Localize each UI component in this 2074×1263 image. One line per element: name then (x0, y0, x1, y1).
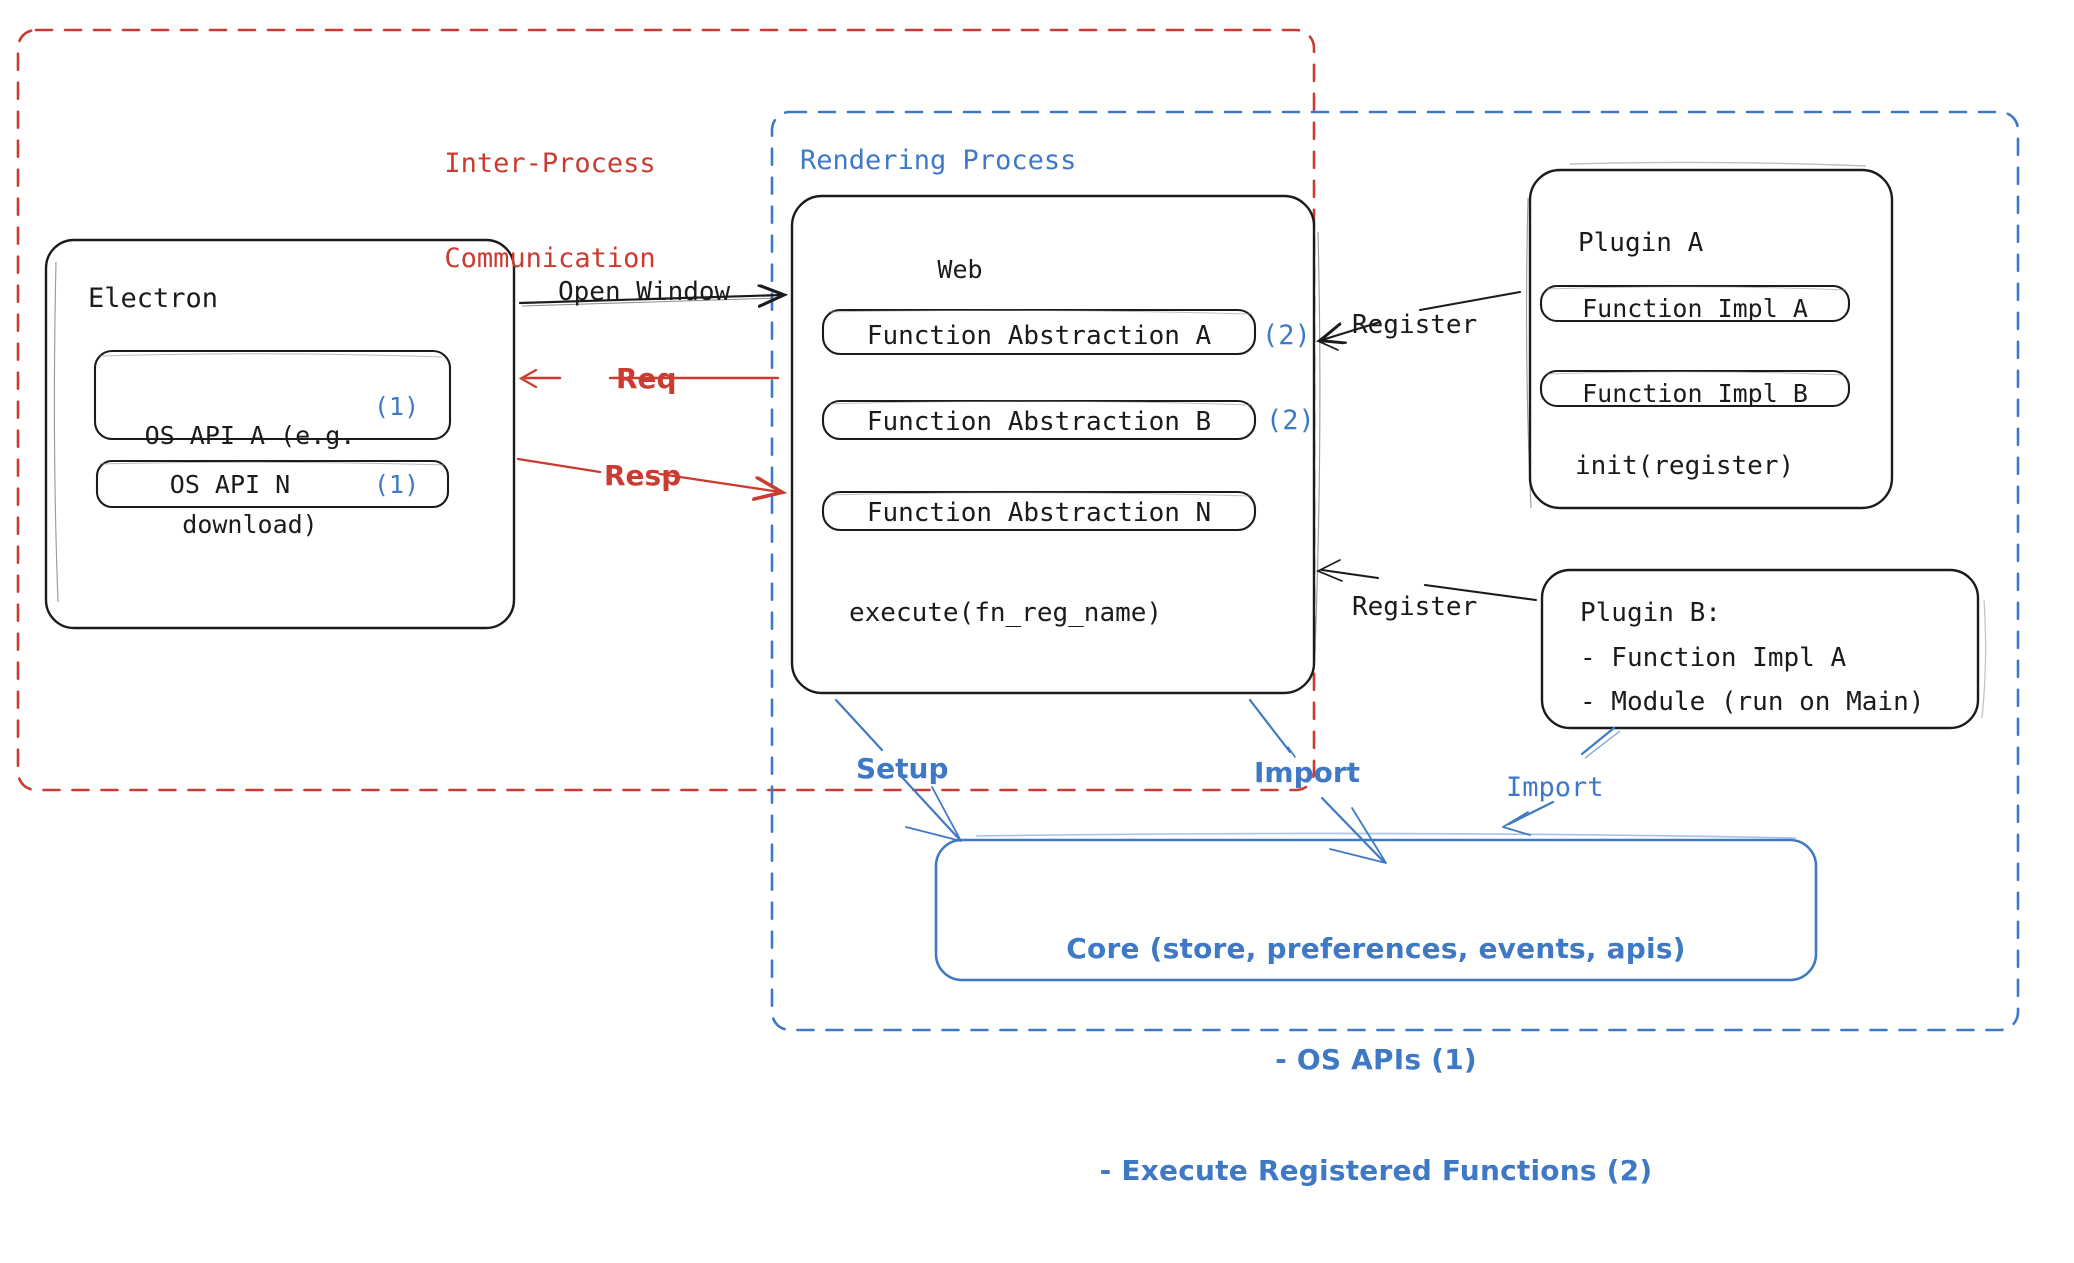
core-line-3: - Execute Registered Functions (2) (1099, 1153, 1653, 1187)
function-abstraction-n-label: Function Abstraction N (866, 498, 1212, 528)
diagram-canvas: Inter-Process Communication Rendering Pr… (16, 28, 2020, 1187)
os-api-n-box-border (95, 459, 450, 509)
core-card-border (934, 832, 1818, 982)
os-api-a-label-line2: download) (182, 509, 318, 539)
os-api-a-marker: (1) (374, 392, 420, 421)
function-abstraction-a-box-border (821, 308, 1257, 356)
web-execute-label: execute(fn_reg_name) (849, 598, 1163, 628)
rendering-region-border (770, 110, 2020, 1032)
ipc-region-border (16, 28, 1316, 792)
function-abstraction-b-label: Function Abstraction B (866, 407, 1212, 437)
edge-label-register-top: Register (1352, 310, 1478, 340)
edge-register-bottom (1315, 559, 1538, 602)
edge-label-open-window: Open Window (558, 277, 731, 307)
ipc-region-label-line2: Communication (444, 243, 656, 275)
ipc-region-label-line1: Inter-Process (444, 147, 656, 179)
plugin-b-item-0: - Function Impl A (1580, 643, 1847, 673)
plugin-a-init-label: init(register) (1575, 451, 1795, 481)
web-title: Web (937, 255, 983, 284)
edge-register-top (1318, 290, 1522, 351)
core-line-2: - OS APIs (1) (1275, 1042, 1477, 1076)
edge-import-left (1248, 698, 1387, 864)
plugin-b-item-1: - Module (run on Main) (1580, 687, 1925, 717)
core-text-block: Core (store, preferences, events, apis) … (950, 857, 1802, 1263)
edge-label-req: Req (616, 362, 677, 395)
electron-title: Electron (88, 283, 219, 314)
function-abstraction-n-box-border (821, 490, 1257, 532)
function-impl-a-box-border (1539, 284, 1851, 323)
edge-label-import-right: Import (1506, 772, 1604, 803)
edge-resp (516, 457, 780, 492)
edge-setup (834, 698, 962, 842)
function-impl-b-box-border (1539, 369, 1851, 408)
os-api-n-label: OS API N (169, 470, 291, 499)
ipc-region-label: Inter-Process Communication (420, 84, 680, 339)
rendering-region-label: Rendering Process (800, 145, 1077, 176)
plugin-a-title: Plugin A (1578, 228, 1704, 258)
function-abstraction-a-marker: (2) (1262, 320, 1311, 351)
os-api-n-marker: (1) (374, 470, 420, 499)
function-abstraction-b-box-border (821, 399, 1257, 441)
edge-import-right (1502, 726, 1621, 836)
edge-open-window (518, 295, 782, 306)
plugin-b-card-border (1540, 568, 1987, 730)
os-api-a-label-line1: OS API A (e.g. (144, 421, 356, 450)
diagram-vector-layer (16, 28, 2020, 1032)
function-abstraction-a-label: Function Abstraction A (866, 321, 1212, 351)
edge-label-import-left: Import (1254, 756, 1361, 789)
edge-label-resp: Resp (604, 459, 682, 492)
plugin-b-title: Plugin B: (1580, 598, 1721, 628)
os-api-a-label: OS API A (e.g. download) (100, 362, 400, 598)
plugin-a-card-border (1526, 161, 1894, 510)
core-line-1: Core (store, preferences, events, apis) (1066, 931, 1686, 965)
os-api-a-box-border (93, 349, 452, 441)
plugin-a-impl-b-label: Function Impl B (1582, 379, 1808, 408)
edge-label-register-bottom: Register (1352, 592, 1478, 622)
function-abstraction-b-marker: (2) (1266, 405, 1315, 436)
plugin-a-impl-a-label: Function Impl A (1582, 294, 1808, 323)
edge-req (518, 368, 780, 389)
edge-label-setup: Setup (856, 752, 949, 785)
